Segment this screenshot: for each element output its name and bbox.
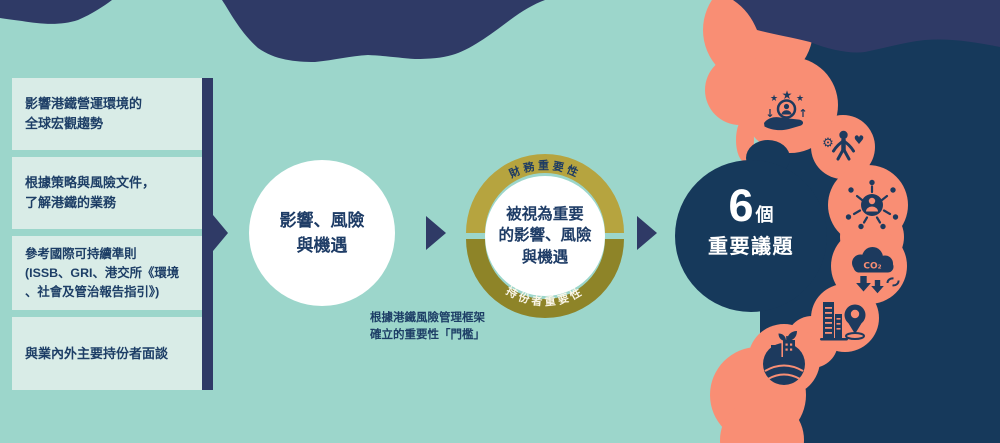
material-topics-unit: 個 — [755, 205, 774, 225]
svg-text:★: ★ — [770, 94, 778, 104]
top-right-band — [733, 0, 1000, 53]
customer-network-icon — [845, 179, 899, 230]
svg-text:CO₂: CO₂ — [863, 262, 881, 272]
input-box-stakeholder-interviews: 與業內外主要持份者面談 — [12, 317, 202, 390]
topic-icons: ★ ★ ★ ↓ ↑ ⚙ ♥ — [763, 88, 900, 385]
material-topics-count: 6 — [728, 180, 754, 231]
top-left-blob — [0, 0, 112, 24]
green-globe-icon — [763, 331, 805, 385]
step3-circle — [675, 160, 827, 312]
left-panel-connector — [202, 78, 228, 390]
step3-label: 6 個 重要議題 — [676, 183, 826, 259]
step2-caption: 根據港鐵風險管理框架 確立的重要性「門檻」 — [370, 312, 485, 341]
step2-ring-top — [466, 154, 624, 233]
connector-bar — [202, 78, 213, 390]
input-box-macro-trends: 影響港鐵營運環境的 全球宏觀趨勢 — [12, 78, 202, 150]
svg-text:★: ★ — [782, 88, 793, 102]
svg-text:⚙: ⚙ — [822, 136, 834, 151]
step2-label: 被視為重要 的影響、風險 與機遇 — [498, 205, 592, 266]
step2-inner-circle — [485, 176, 605, 296]
svg-text:♥: ♥ — [854, 133, 865, 147]
step1-label: 影響、風險 與機遇 — [279, 211, 365, 255]
wellbeing-person-icon: ⚙ ♥ — [822, 130, 865, 161]
input-box-standards: 參考國際可持續準則 (ISSB、GRI、港交所《環境 、社會及管治報告指引》) — [12, 236, 202, 310]
step2-ring-bottom — [466, 239, 624, 318]
top-center-blob — [222, 0, 545, 62]
arrow-step1-step2-icon — [426, 216, 446, 250]
step1-circle — [249, 160, 395, 306]
arrow-step2-step3-icon — [637, 216, 657, 250]
talent-hand-icon: ★ ★ ★ ↓ ↑ — [764, 88, 808, 131]
input-box-strategy-risk: 根據策略與風險文件， 了解港鐵的業務 — [12, 157, 202, 229]
material-topics-text: 重要議題 — [708, 236, 794, 258]
connector-arrowhead-icon — [213, 215, 228, 251]
svg-text:↑: ↑ — [798, 107, 807, 120]
co2-reduction-icon: CO₂ — [852, 247, 900, 294]
city-location-icon — [820, 302, 866, 341]
svg-text:★: ★ — [796, 94, 804, 104]
svg-text:↓: ↓ — [765, 107, 774, 120]
